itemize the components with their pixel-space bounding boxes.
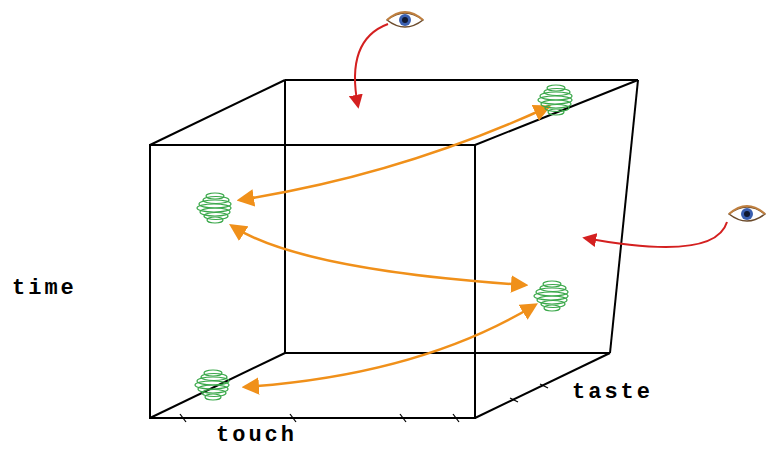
axis-label: touch [216,425,297,447]
axis-label: taste [572,382,653,404]
axis-label: time [12,278,77,300]
